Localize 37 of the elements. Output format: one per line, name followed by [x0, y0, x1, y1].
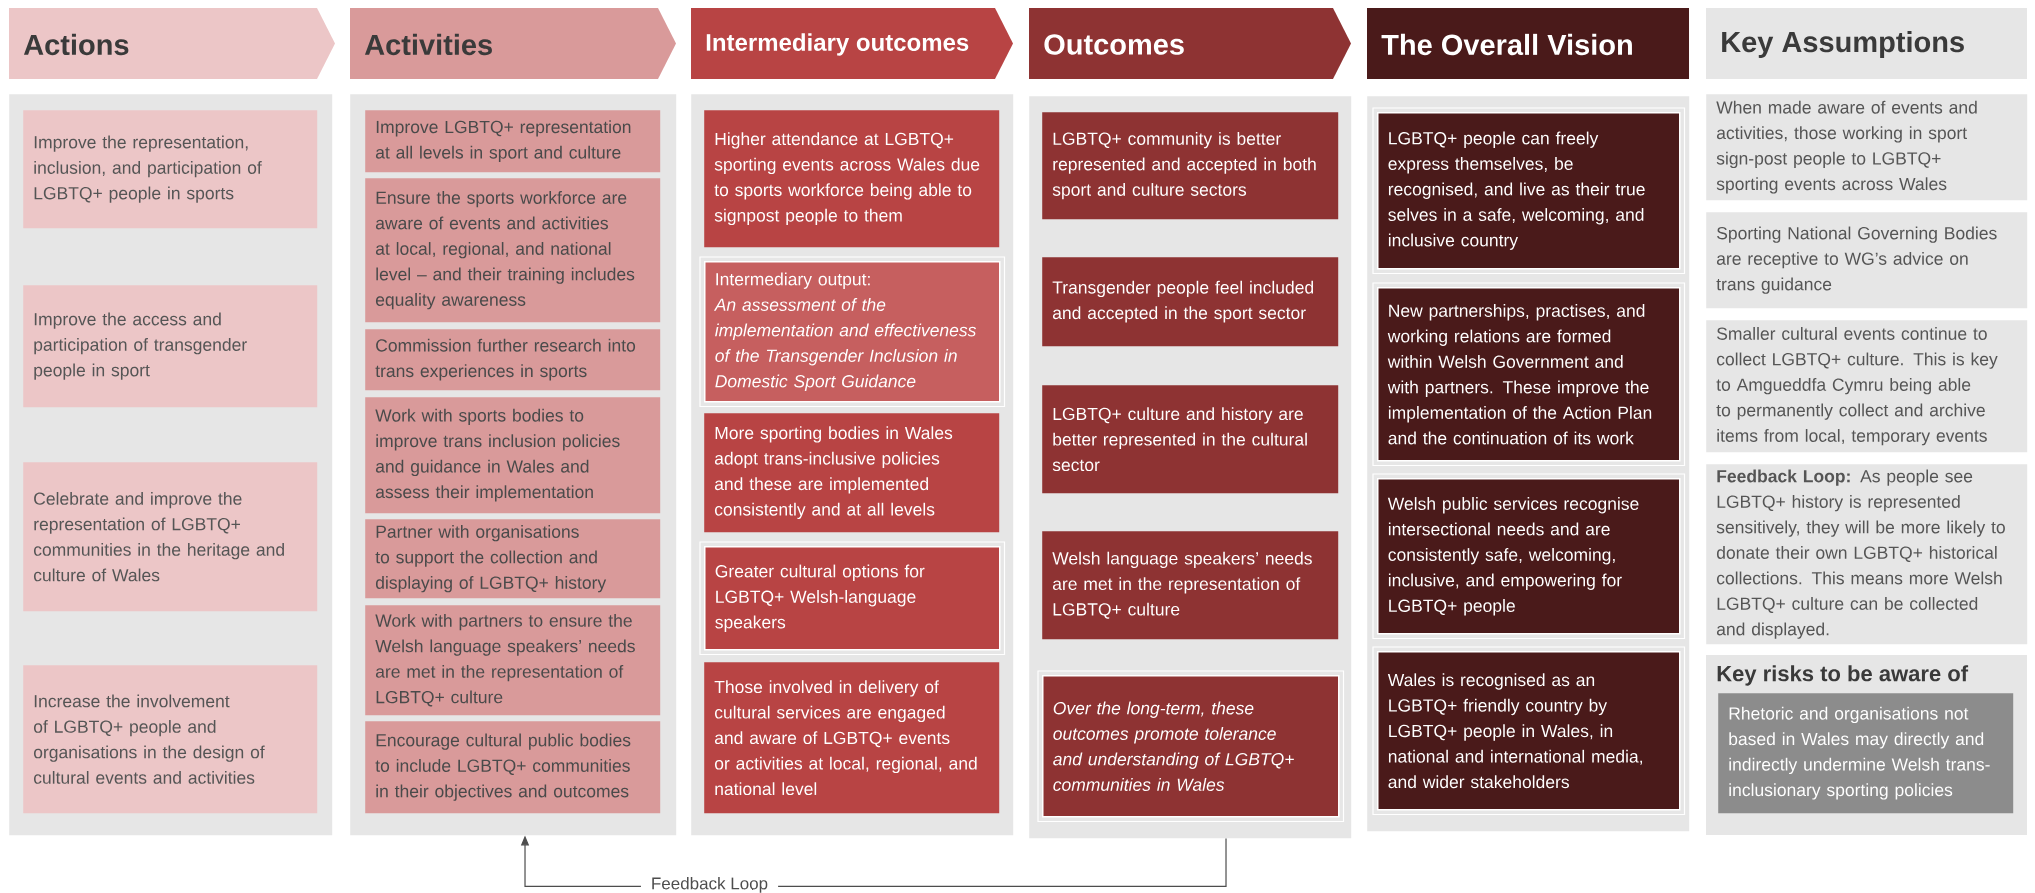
header-banner: Activities — [350, 8, 676, 79]
text-card: Encourage cultural public bodies to include LGBTQ+ communities in their objectives and outcomes — [365, 721, 661, 814]
text-card: New partnerships, practises, and working relations are formed within Welsh Government and with partners. These improve the implementation of the Action Plan and the continuation of its work — [1372, 282, 1686, 467]
assumption-card: When made aware of events and activities, those working in sport sign-post people to LGBTQ+ sporting events across Wales — [1706, 94, 2028, 201]
text-card: Work with sports bodies to improve trans inclusion policies and guidance in Wales and assess their implementation — [365, 397, 661, 514]
text-card: Improve the access and participation of transgender people in sport — [23, 285, 318, 408]
assumption-card: Smaller cultural events continue to collect LGBTQ+ culture. This is key to Amgueddfa Cymru being able to permanently collect and archive items from local, temporary events — [1706, 320, 2028, 453]
text-card: LGBTQ+ culture and history are better represented in the cultural sector — [1042, 385, 1339, 494]
text-card: More sporting bodies in Wales adopt trans-inclusive policies and these are implemented consistently and at all levels — [704, 413, 1000, 533]
text-card: LGBTQ+ people can freely express themselves, be recognised, and live as their true selves in a safe, welcoming, and inclusive country — [1372, 107, 1686, 275]
header-box: Key Assumptions — [1706, 8, 2027, 79]
text-card: Over the long-term, these outcomes promote tolerance and understanding of LGBTQ+ communities in Wales — [1037, 670, 1345, 823]
text-card: Greater cultural options for LGBTQ+ Welsh-language speakers — [699, 541, 1006, 656]
text-card: Improve the representation, inclusion, and participation of LGBTQ+ people in sports — [23, 110, 318, 229]
header-banner: Intermediary outcomes — [691, 8, 1013, 79]
header-box: The Overall Vision — [1367, 8, 1689, 79]
text-card: Commission further research into trans experiences in sports — [365, 329, 661, 391]
edge-label: Feedback Loop — [640, 874, 779, 893]
text-card: Increase the involvement of LGBTQ+ people and organisations in the design of cultural events and activities — [23, 665, 318, 814]
text-card: Improve LGBTQ+ representation at all levels in sport and culture — [365, 110, 661, 173]
text-card: Those involved in delivery of cultural services are engaged and aware of LGBTQ+ events or activities at local, regional, and national level — [704, 662, 1000, 814]
text-card: LGBTQ+ community is better represented and accepted in both sport and culture sectors — [1042, 112, 1339, 220]
assumption-card: Feedback Loop: As people see LGBTQ+ history is represented sensitively, they will be more likely to donate their own LGBTQ+ historical collections. This means more Welsh LGBTQ+ culture can be collected and displayed. — [1706, 464, 2028, 645]
text-card: Welsh public services recognise intersectional needs and are consistently safe, welcoming, inclusive, and empowering for LGBTQ+ people — [1372, 473, 1686, 640]
text-card: Ensure the sports workforce are aware of events and activities at local, regional, and national level – and their training includes equality awareness — [365, 178, 661, 323]
text-card: Work with partners to ensure the Welsh language speakers’ needs are met in the representation of LGBTQ+ culture — [365, 605, 661, 716]
risk-card: Rhetoric and organisations not based in Wales may directly and indirectly undermine Welsh trans-inclusionary sporting policies — [1718, 693, 2014, 814]
header-banner: Actions — [9, 8, 335, 79]
text-card: Transgender people feel included and accepted in the sport sector — [1042, 257, 1339, 347]
text-card: Partner with organisations to support the collection and displaying of LGBTQ+ history — [365, 519, 661, 599]
text-card: Higher attendance at LGBTQ+ sporting events across Wales due to sports workforce being able to signpost people to them — [704, 110, 1000, 248]
assumption-card: Sporting National Governing Bodies are receptive to WG’s advice on trans guidance — [1706, 212, 2028, 309]
text-card: Intermediary output: An assessment of the implementation and effectiveness of the Transgender Inclusion in Domestic Sport Guidance — [699, 256, 1006, 408]
text-card: Welsh language speakers’ needs are met in the representation of LGBTQ+ culture — [1042, 531, 1339, 640]
text-card: Celebrate and improve the representation of LGBTQ+ communities in the heritage and culture of Wales — [23, 462, 318, 612]
text-card: Wales is recognised as an LGBTQ+ friendly country by LGBTQ+ people in Wales, in national and international media, and wider stakeholders — [1372, 646, 1686, 816]
header-banner: Outcomes — [1029, 8, 1351, 79]
